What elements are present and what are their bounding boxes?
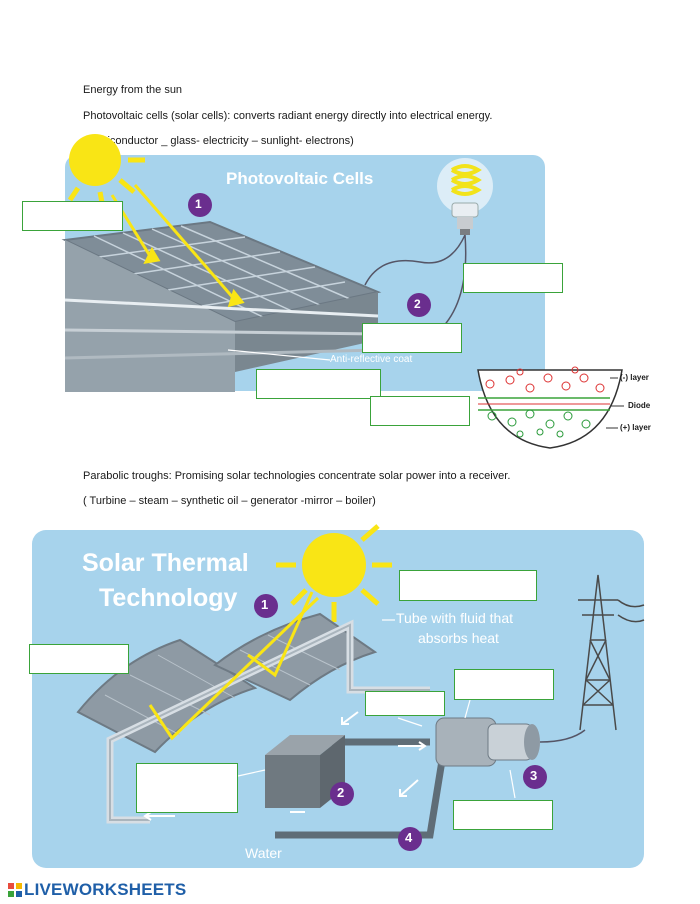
positive-layer-label: (+) layer [620, 423, 651, 432]
thermal-step-2-number: 2 [337, 785, 345, 800]
pv-definition: Photovoltaic cells (solar cells): conver… [83, 110, 493, 122]
tube-label-line-1: Tube with fluid that [396, 610, 513, 626]
thermal-answer-box-3[interactable] [454, 669, 554, 700]
thermal-answer-box-1[interactable] [399, 570, 537, 601]
liveworksheets-logo: LIVEWORKSHEETS [8, 880, 186, 900]
thermal-step-3-number: 3 [530, 768, 538, 783]
pv-step-1-number: 1 [195, 197, 202, 211]
pv-answer-box-4[interactable] [256, 369, 381, 399]
water-label: Water [245, 845, 282, 861]
light-bulb-icon [437, 158, 493, 235]
thermal-step-4-badge [398, 827, 422, 851]
trough-word-bank: ( Turbine – steam – synthetic oil – gene… [83, 495, 376, 507]
thermal-step-1-badge [254, 594, 278, 618]
tube-label-line-2: absorbs heat [418, 630, 499, 646]
flow-arrows [143, 711, 427, 821]
pv-word-bank: (semiconductor _ glass- electricity – su… [83, 135, 354, 147]
thermal-title-line-2: Technology [99, 584, 238, 612]
thermal-step-3-badge [523, 765, 547, 789]
pv-answer-box-5[interactable] [370, 396, 470, 426]
thermal-title-line-1: Solar Thermal [82, 549, 249, 577]
pv-step-2-number: 2 [414, 297, 421, 311]
sun-icon [67, 134, 145, 209]
water-pipe [275, 741, 449, 839]
pv-answer-box-3[interactable] [362, 323, 462, 353]
pv-answer-box-2[interactable] [463, 263, 563, 293]
pv-answer-box-1[interactable] [22, 201, 123, 231]
boiler-unit [265, 735, 345, 808]
thermal-step-2-badge [330, 782, 354, 806]
thermal-answer-box-5[interactable] [136, 763, 238, 813]
thermal-step-4-number: 4 [405, 830, 413, 845]
sun-icon [276, 524, 392, 622]
anti-reflective-coat-label: Anti-reflective coat [330, 354, 413, 365]
pv-step-2-badge [407, 293, 431, 317]
thermal-answer-box-4[interactable] [365, 691, 445, 716]
worksheet-heading: Energy from the sun [83, 84, 183, 96]
turbine-generator [435, 717, 586, 767]
thermal-answer-box-2[interactable] [29, 644, 129, 674]
wire [364, 234, 466, 286]
power-pylon-icon [578, 574, 645, 731]
sunlight-rays [148, 591, 320, 741]
pv-step-1-badge [188, 193, 212, 217]
negative-layer-label: (-) layer [620, 373, 649, 382]
liveworksheets-logo-icon [8, 883, 22, 897]
thermal-step-1-number: 1 [261, 597, 269, 612]
liveworksheets-brand-text: LIVEWORKSHEETS [24, 880, 187, 899]
pv-title: Photovoltaic Cells [226, 169, 374, 188]
trough-definition: Parabolic troughs: Promising solar techn… [83, 470, 511, 482]
thermal-answer-box-6[interactable] [453, 800, 553, 830]
diode-label: Diode [628, 401, 651, 410]
diode-magnifier [477, 366, 624, 449]
